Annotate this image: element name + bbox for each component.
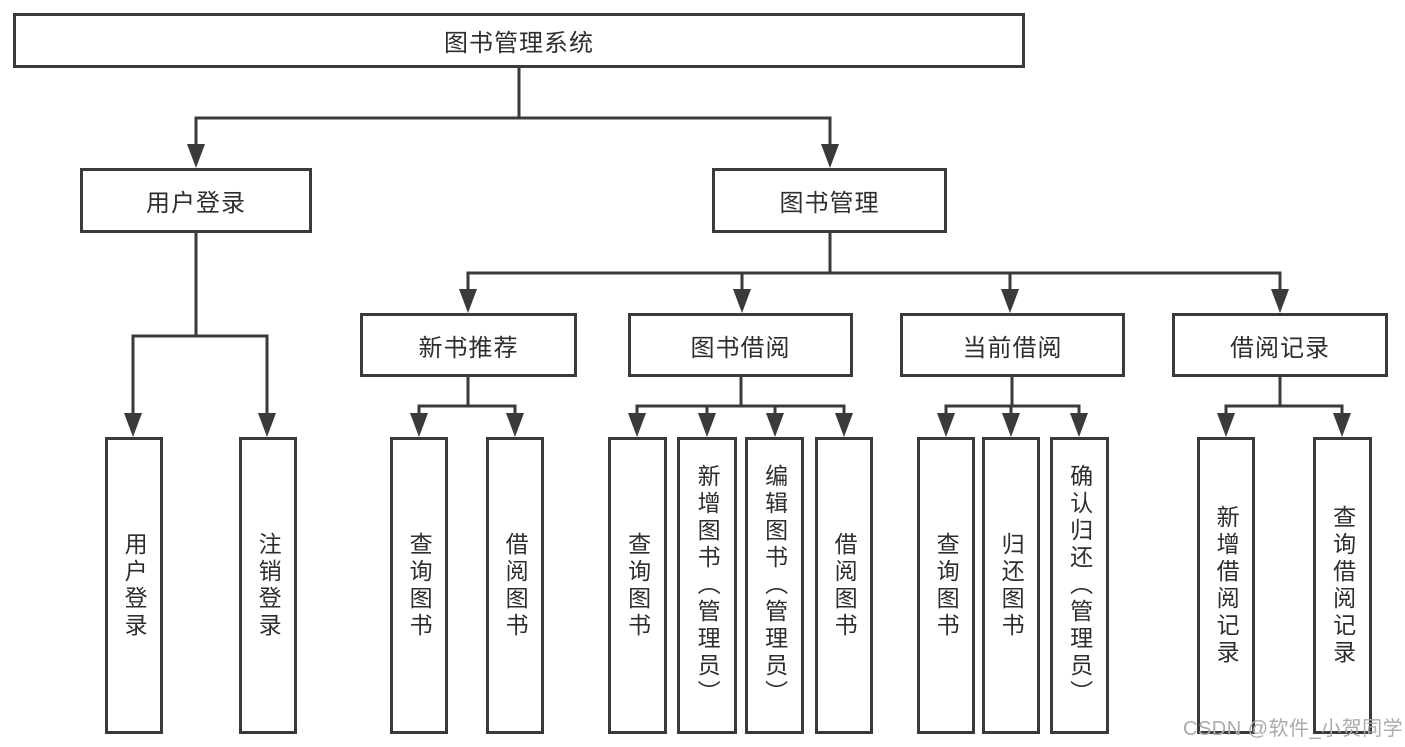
node-leaf-add-book-admin: 新增图书（管理员）	[677, 437, 737, 734]
csdn-watermark: CSDN @软件_小贺同学	[1183, 718, 1404, 740]
arrow-down-icon	[835, 413, 853, 437]
node-leaf-query-borrow-record: 查询借阅记录	[1313, 437, 1372, 734]
node-new-book-recommend: 新书推荐	[360, 313, 577, 377]
node-book-management: 图书管理	[712, 168, 947, 233]
node-leaf-query-books-1: 查询图书	[390, 437, 448, 734]
node-leaf-return-book-label: 归还图书	[998, 531, 1025, 640]
node-book-borrow: 图书借阅	[628, 313, 853, 377]
node-user-login-label: 用户登录	[146, 190, 246, 217]
node-leaf-query-books-2-label: 查询图书	[624, 531, 651, 640]
arrow-down-icon	[733, 289, 751, 313]
arrow-down-icon	[1001, 289, 1019, 313]
connector-new-book-children	[417, 377, 517, 415]
connector-book-borrow-children	[635, 377, 846, 415]
arrow-down-icon	[628, 413, 646, 437]
node-borrow-records-label: 借阅记录	[1230, 334, 1330, 362]
node-leaf-borrow-books-2-label: 借阅图书	[831, 531, 858, 640]
connector-book-mgmt-children	[466, 233, 1282, 291]
arrow-down-icon	[459, 289, 477, 313]
node-user-login: 用户登录	[80, 168, 312, 233]
arrow-down-icon	[821, 144, 839, 168]
node-leaf-query-borrow-record-label: 查询借阅记录	[1329, 504, 1356, 667]
node-root: 图书管理系统	[13, 13, 1025, 68]
arrow-down-icon	[1271, 289, 1289, 313]
node-new-book-recommend-label: 新书推荐	[418, 334, 519, 362]
node-leaf-borrow-books-1: 借阅图书	[486, 437, 544, 734]
arrow-down-icon	[698, 413, 716, 437]
arrow-down-icon	[766, 413, 784, 437]
node-current-borrow: 当前借阅	[900, 313, 1125, 377]
connector-user-login-children	[131, 233, 269, 415]
node-leaf-borrow-books-2: 借阅图书	[815, 437, 873, 734]
node-leaf-query-books-3: 查询图书	[917, 437, 975, 734]
node-leaf-query-books-3-label: 查询图书	[933, 531, 960, 640]
connector-root-to-level2	[194, 68, 832, 146]
arrow-down-icon	[1002, 413, 1020, 437]
node-leaf-logout: 注销登录	[239, 437, 297, 734]
node-leaf-query-books-1-label: 查询图书	[406, 531, 433, 640]
arrow-down-icon	[124, 413, 142, 437]
arrow-down-icon	[937, 413, 955, 437]
node-leaf-query-books-2: 查询图书	[608, 437, 667, 734]
node-root-label: 图书管理系统	[444, 30, 594, 57]
node-leaf-logout-label: 注销登录	[255, 531, 282, 640]
arrowheads	[124, 144, 1351, 437]
node-borrow-records: 借阅记录	[1172, 313, 1388, 377]
arrow-down-icon	[258, 413, 276, 437]
arrow-down-icon	[410, 413, 428, 437]
arrow-down-icon	[1333, 413, 1351, 437]
node-leaf-return-book: 归还图书	[982, 437, 1040, 734]
node-leaf-add-book-admin-label: 新增图书（管理员）	[694, 464, 721, 707]
node-leaf-user-login: 用户登录	[105, 437, 163, 734]
arrow-down-icon	[506, 413, 524, 437]
arrow-down-icon	[1217, 413, 1235, 437]
node-leaf-add-borrow-record-label: 新增借阅记录	[1213, 504, 1240, 667]
node-leaf-confirm-return-admin: 确认归还（管理员）	[1050, 437, 1109, 734]
node-book-borrow-label: 图书借阅	[690, 334, 791, 362]
connector-borrow-records-children	[1224, 377, 1344, 415]
node-leaf-add-borrow-record: 新增借阅记录	[1197, 437, 1255, 734]
node-leaf-confirm-return-admin-label: 确认归还（管理员）	[1066, 464, 1093, 707]
node-book-management-label: 图书管理	[779, 190, 880, 217]
arrow-down-icon	[187, 144, 205, 168]
node-current-borrow-label: 当前借阅	[962, 334, 1063, 362]
node-leaf-edit-book-admin: 编辑图书（管理员）	[745, 437, 804, 734]
arrow-down-icon	[1070, 413, 1088, 437]
connector-current-borrow-children	[944, 377, 1081, 415]
connector-paths	[131, 68, 1344, 415]
node-leaf-borrow-books-1-label: 借阅图书	[502, 531, 529, 640]
node-leaf-user-login-label: 用户登录	[121, 531, 148, 640]
node-leaf-edit-book-admin-label: 编辑图书（管理员）	[761, 464, 788, 707]
